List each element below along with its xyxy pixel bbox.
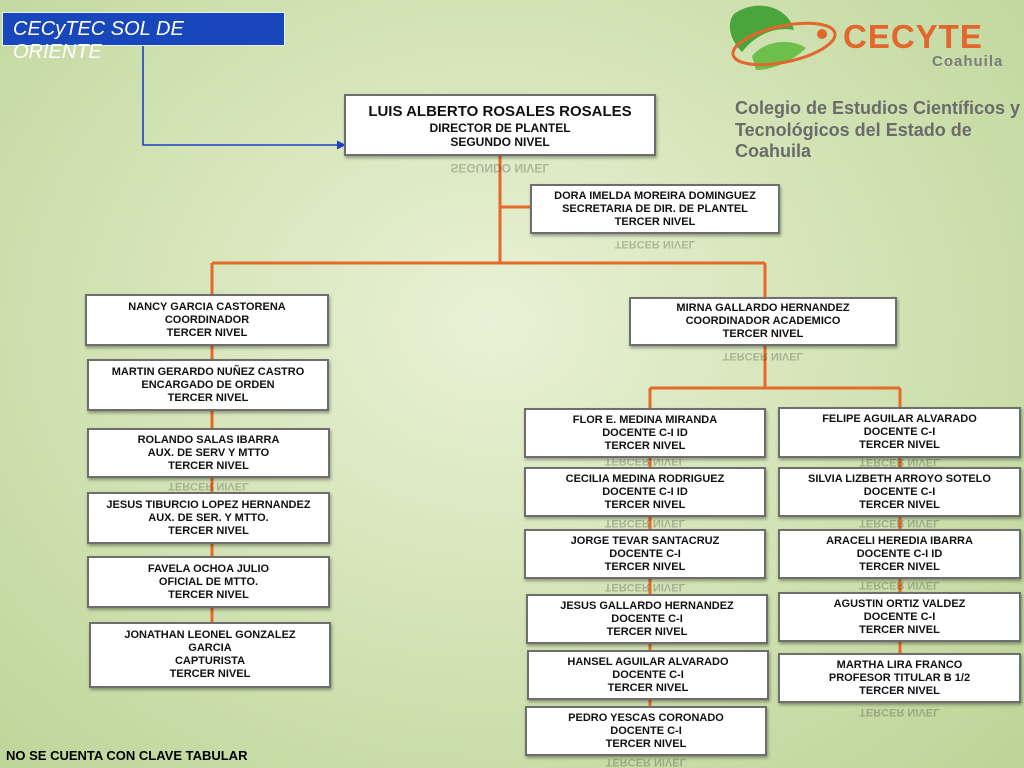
secretary-role: SECRETARIA DE DIR. DE PLANTEL — [562, 202, 748, 215]
teacher-left-1[interactable]: FLOR E. MEDINA MIRANDA DOCENTE C-I ID TE… — [524, 408, 766, 458]
admin-node-1[interactable]: NANCY GARCIA CASTORENA COORDINADOR TERCE… — [85, 294, 329, 346]
academic-level: TERCER NIVEL — [722, 328, 804, 340]
pointer-arrow-head — [337, 140, 346, 150]
teacher-right-2-name: SILVIA LIZBETH ARROYO SOTELO — [808, 472, 991, 485]
admin-5-name: FAVELA OCHOA JULIO — [147, 562, 270, 575]
teacher-left-6[interactable]: PEDRO YESCAS CORONADO DOCENTE C-I TERCER… — [525, 706, 767, 756]
admin-3-role: AUX. DE SERV Y MTTO — [147, 446, 270, 459]
teacher-left-4-name: JESUS GALLARDO HERNANDEZ — [560, 599, 734, 612]
teacher-left-2[interactable]: CECILIA MEDINA RODRIGUEZ DOCENTE C-I ID … — [524, 467, 766, 517]
pointer-arrow-line — [142, 46, 338, 146]
teacher-right-5-name: MARTHA LIRA FRANCO — [836, 658, 963, 671]
logo-wordmark: CECYTE — [843, 18, 983, 55]
teacher-right-5[interactable]: MARTHA LIRA FRANCO PROFESOR TITULAR B 1/… — [778, 653, 1021, 703]
academic-coordinator-box[interactable]: MIRNA GALLARDO HERNANDEZ COORDINADOR ACA… — [629, 297, 897, 346]
academic-role: COORDINADOR ACADEMICO — [685, 315, 841, 327]
teacher-left-2-role: DOCENTE C-I ID — [602, 485, 688, 498]
secretary-level: TERCER NIVEL — [614, 215, 696, 228]
teacher-left-1-name: FLOR E. MEDINA MIRANDA — [572, 413, 718, 426]
admin-6-name: JONATHAN LEONEL GONZALEZ — [124, 629, 296, 641]
teacher-left-5-level: TERCER NIVEL — [607, 681, 689, 694]
teacher-right-4[interactable]: AGUSTIN ORTIZ VALDEZ DOCENTE C-I TERCER … — [778, 592, 1021, 642]
teacher-right-2-role: DOCENTE C-I — [863, 485, 936, 498]
teacher-left-3-name: JORGE TEVAR SANTACRUZ — [570, 534, 720, 547]
admin-3-name: ROLANDO SALAS IBARRA — [137, 433, 280, 446]
admin-node-2[interactable]: MARTIN GERARDO NUÑEZ CASTRO ENCARGADO DE… — [87, 359, 329, 411]
teacher-right-2-level: TERCER NIVEL — [859, 498, 940, 511]
teacher-left-5[interactable]: HANSEL AGUILAR ALVARADO DOCENTE C-I TERC… — [527, 650, 769, 700]
teacher-left-2-name: CECILIA MEDINA RODRIGUEZ — [565, 472, 725, 485]
teacher-right-2[interactable]: SILVIA LIZBETH ARROYO SOTELO DOCENTE C-I… — [778, 467, 1021, 517]
teacher-left-4-level: TERCER NIVEL — [606, 625, 688, 638]
admin-1-role: COORDINADOR — [164, 313, 250, 326]
teacher-left-3-level: TERCER NIVEL — [604, 560, 686, 573]
teacher-right-1-name: FELIPE AGUILAR ALVARADO — [822, 413, 977, 425]
admin-4-name: JESUS TIBURCIO LOPEZ HERNANDEZ — [106, 498, 311, 511]
teacher-right-1-role: DOCENTE C-I — [863, 426, 936, 438]
teacher-right-5-level: TERCER NIVEL — [859, 684, 940, 697]
teacher-left-4-role: DOCENTE C-I — [611, 612, 683, 625]
admin-node-4[interactable]: JESUS TIBURCIO LOPEZ HERNANDEZ AUX. DE S… — [87, 492, 330, 544]
page-title: CECyTEC SOL DE ORIENTE — [2, 12, 285, 63]
admin-4-level: TERCER NIVEL — [168, 524, 249, 537]
teacher-right-3[interactable]: ARACELI HEREDIA IBARRA DOCENTE C-I ID TE… — [778, 529, 1021, 579]
teacher-right-4-name: AGUSTIN ORTIZ VALDEZ — [833, 597, 966, 610]
admin-5-level: TERCER NIVEL — [168, 588, 249, 601]
director-name: LUIS ALBERTO ROSALES ROSALES — [368, 102, 632, 120]
director-box[interactable]: LUIS ALBERTO ROSALES ROSALES DIRECTOR DE… — [344, 94, 656, 156]
teacher-left-3-role: DOCENTE C-I — [609, 547, 681, 560]
admin-1-level: TERCER NIVEL — [166, 326, 248, 339]
director-role: DIRECTOR DE PLANTEL — [429, 120, 571, 135]
teacher-right-3-name: ARACELI HEREDIA IBARRA — [826, 534, 973, 547]
admin-4-role: AUX. DE SER. Y MTTO. — [148, 511, 269, 524]
teacher-right-1[interactable]: FELIPE AGUILAR ALVARADO DOCENTE C-I TERC… — [778, 407, 1021, 458]
teacher-left-2-level: TERCER NIVEL — [604, 498, 686, 511]
teacher-right-5-role: PROFESOR TITULAR B 1/2 — [828, 671, 971, 684]
footer-note: NO SE CUENTA CON CLAVE TABULAR — [6, 748, 248, 763]
secretary-name: DORA IMELDA MOREIRA DOMINGUEZ — [554, 189, 756, 202]
admin-node-3[interactable]: ROLANDO SALAS IBARRA AUX. DE SERV Y MTTO… — [87, 428, 330, 478]
institution-name-line1: Colegio de Estudios Científicos y — [735, 98, 1021, 118]
teacher-right-4-role: DOCENTE C-I — [863, 610, 936, 623]
academic-name: MIRNA GALLARDO HERNANDEZ — [676, 302, 850, 314]
admin-6-role: CAPTURISTA — [174, 655, 246, 667]
admin-1-name: NANCY GARCIA CASTORENA — [128, 300, 286, 313]
admin-node-6[interactable]: JONATHAN LEONEL GONZALEZ GARCIA CAPTURIS… — [89, 622, 331, 688]
admin-5-role: OFICIAL DE MTTO. — [158, 575, 259, 588]
teacher-left-6-name: PEDRO YESCAS CORONADO — [568, 711, 724, 724]
teacher-left-6-role: DOCENTE C-I — [610, 724, 682, 737]
admin-6-level: TERCER NIVEL — [169, 668, 251, 680]
director-level: SEGUNDO NIVEL — [450, 134, 550, 149]
teacher-right-4-level: TERCER NIVEL — [859, 623, 940, 636]
admin-2-role: ENCARGADO DE ORDEN — [141, 378, 275, 391]
secretary-box[interactable]: DORA IMELDA MOREIRA DOMINGUEZ SECRETARIA… — [530, 184, 780, 234]
teacher-left-4[interactable]: JESUS GALLARDO HERNANDEZ DOCENTE C-I TER… — [526, 594, 768, 644]
teacher-left-3[interactable]: JORGE TEVAR SANTACRUZ DOCENTE C-I TERCER… — [524, 529, 766, 579]
admin-2-name: MARTIN GERARDO NUÑEZ CASTRO — [111, 365, 305, 378]
teacher-left-1-level: TERCER NIVEL — [604, 439, 686, 452]
logo-region: Coahuila — [932, 53, 1004, 70]
teacher-left-5-name: HANSEL AGUILAR ALVARADO — [567, 655, 729, 668]
institution-name-line2: Tecnológicos del Estado de Coahuila — [735, 120, 972, 161]
admin-6-name-cont: GARCIA — [188, 642, 232, 654]
teacher-right-3-level: TERCER NIVEL — [859, 560, 940, 573]
admin-2-level: TERCER NIVEL — [167, 391, 249, 404]
admin-node-5[interactable]: FAVELA OCHOA JULIO OFICIAL DE MTTO. TERC… — [87, 556, 330, 608]
teacher-left-5-role: DOCENTE C-I — [612, 668, 684, 681]
cecyte-logo-icon — [729, 5, 837, 70]
admin-3-level: TERCER NIVEL — [168, 459, 249, 472]
teacher-left-1-role: DOCENTE C-I ID — [602, 426, 688, 439]
teacher-left-6-level: TERCER NIVEL — [605, 737, 687, 750]
teacher-right-3-role: DOCENTE C-I ID — [856, 547, 943, 560]
teacher-right-1-level: TERCER NIVEL — [859, 439, 940, 451]
